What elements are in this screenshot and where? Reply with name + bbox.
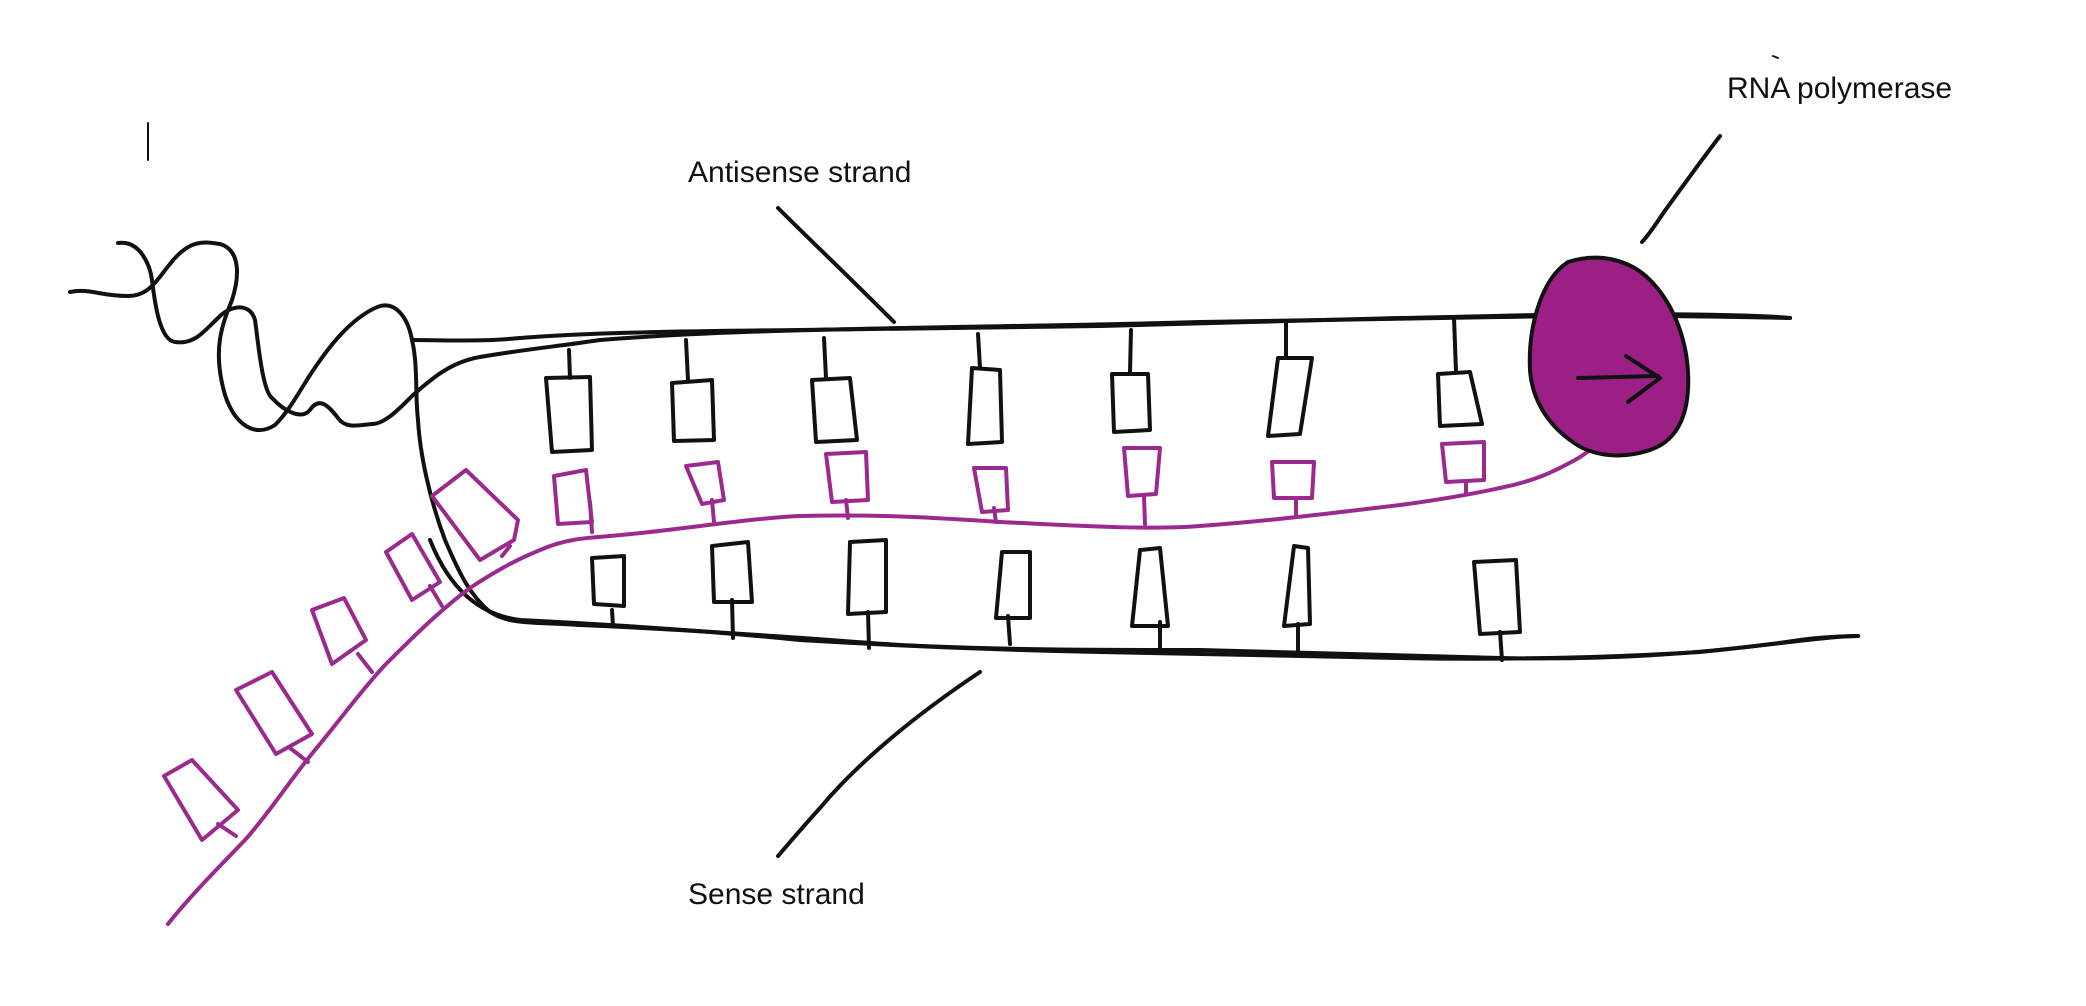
rna-polymerase [1527, 255, 1691, 458]
polymerase-leader [1640, 134, 1722, 244]
antisense-strand-label: Antisense strand [688, 156, 912, 189]
rna-polymerase-label: RNA polymerase [1727, 72, 1953, 105]
antisense-bases [544, 316, 1484, 454]
antisense-leader [776, 206, 896, 324]
mrna-bases [162, 440, 1486, 842]
sense-strand-label: Sense strand [688, 878, 865, 911]
sense-backbone [428, 538, 1860, 661]
arrow-right-icon [1576, 354, 1662, 404]
sense-bases [590, 538, 1522, 662]
sense-leader [776, 670, 982, 858]
mrna-backbone [166, 432, 1602, 926]
cursor-mark-top [1772, 55, 1779, 59]
dna-helix-strand-a [68, 240, 1861, 661]
